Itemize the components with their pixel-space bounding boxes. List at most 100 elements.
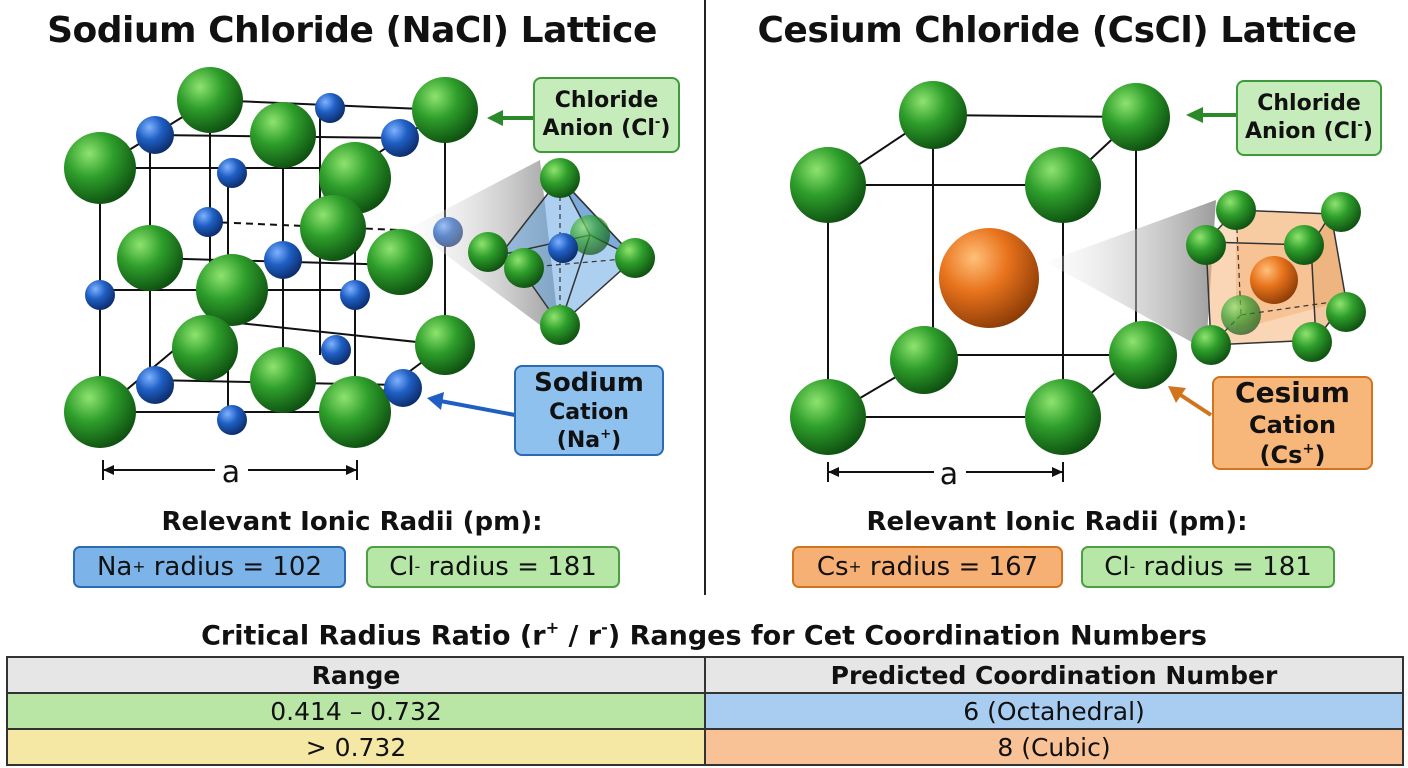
nacl-radii-title: Relevant Ionic Radii (pm): xyxy=(161,507,543,537)
cesium-ion xyxy=(939,228,1039,328)
chloride-ion xyxy=(300,195,366,261)
chloride-ion xyxy=(504,248,544,288)
chloride-ion xyxy=(570,215,610,255)
chloride-ion xyxy=(1292,322,1332,362)
charge-superscript: - xyxy=(1129,558,1136,576)
chloride-ion xyxy=(790,379,866,455)
chloride-ion xyxy=(1109,321,1177,389)
cesium-radius-badge: Cs+ radius = 167 xyxy=(792,546,1063,588)
title-text: Critical Radius Ratio (r xyxy=(201,620,546,652)
radius-ratio-table-title: Critical Radius Ratio (r+ / r-) Ranges f… xyxy=(0,618,1408,651)
callout-line: Anion (Cl-) xyxy=(1238,118,1380,146)
cscl-dimension-label: a xyxy=(940,457,958,492)
callout-text: ) xyxy=(1314,441,1326,470)
chloride-ion xyxy=(250,347,316,413)
header-range: Range xyxy=(6,656,706,694)
table-row: 0.414 – 0.732 6 (Octahedral) xyxy=(6,692,1404,730)
charge-superscript: + xyxy=(600,426,612,442)
coordination-cell: 8 (Cubic) xyxy=(704,728,1404,766)
callout-line: Anion (Cl-) xyxy=(535,115,678,143)
cscl-radii-title: Relevant Ionic Radii (pm): xyxy=(866,507,1248,537)
chloride-ion xyxy=(899,81,967,149)
chloride-ion xyxy=(177,67,243,133)
ion-symbol: Cs xyxy=(816,552,849,582)
sodium-ion xyxy=(264,241,302,279)
charge-superscript: + xyxy=(1302,441,1315,458)
cscl-lattice-diagram: a xyxy=(790,81,1366,492)
sodium-ion xyxy=(217,405,247,435)
coordination-cell: 6 (Octahedral) xyxy=(704,692,1404,730)
chloride-ion xyxy=(1284,225,1324,265)
sodium-radius-badge: Na+ radius = 102 xyxy=(73,546,346,588)
sodium-ion xyxy=(315,93,345,123)
chloride-ion xyxy=(1191,325,1231,365)
cesium-pointer-arrow xyxy=(1174,390,1213,417)
callout-line: Cation (Cs+) xyxy=(1214,410,1371,470)
cscl-cesium-callout: Cesium Cation (Cs+) xyxy=(1212,376,1373,470)
sodium-pointer-arrow xyxy=(434,398,516,417)
radius-ratio-table: Range Predicted Coordination Number 0.41… xyxy=(6,656,1404,766)
charge-superscript: - xyxy=(414,558,421,576)
callout-text: Cation (Cs xyxy=(1248,411,1337,470)
nacl-chloride-radius-badge: Cl- radius = 181 xyxy=(366,546,620,588)
cesium-ion xyxy=(1250,256,1298,304)
chloride-ion xyxy=(540,305,580,345)
charge-superscript: + xyxy=(132,558,146,576)
chloride-ion xyxy=(468,232,508,272)
callout-line: Cation (Na+) xyxy=(516,399,662,454)
chloride-ion xyxy=(117,225,183,291)
nacl-sodium-ions xyxy=(85,93,463,435)
range-cell: > 0.732 xyxy=(6,728,706,766)
chloride-ion xyxy=(415,315,475,375)
chloride-ion xyxy=(1221,295,1261,335)
nacl-panel-title: Sodium Chloride (NaCl) Lattice xyxy=(47,10,657,51)
chloride-ion xyxy=(1321,192,1361,232)
chloride-ion xyxy=(64,376,136,448)
callout-line: Chloride xyxy=(554,88,659,114)
sodium-ion xyxy=(136,116,174,154)
callout-text: Anion (Cl xyxy=(542,116,655,142)
cscl-zoom-cone xyxy=(1046,200,1216,350)
chloride-ion xyxy=(890,326,958,394)
sodium-ion xyxy=(85,280,115,310)
callout-text: Cation (Na xyxy=(549,400,629,453)
chloride-ion xyxy=(1216,190,1256,230)
callout-line: Cesium xyxy=(1235,376,1350,410)
chloride-ion xyxy=(250,102,316,168)
charge-superscript: - xyxy=(654,114,661,130)
table-row: > 0.732 8 (Cubic) xyxy=(6,728,1404,766)
chloride-ion xyxy=(64,132,136,204)
ion-symbol: Cl xyxy=(1104,552,1130,582)
sodium-ion xyxy=(193,207,223,237)
ion-symbol: Na xyxy=(96,552,133,582)
title-superscript: - xyxy=(601,618,608,637)
callout-text: ) xyxy=(660,116,671,142)
radius-value: radius = 181 xyxy=(420,552,597,582)
ion-symbol: Cl xyxy=(389,552,415,582)
cscl-chloride-radius-badge: Cl- radius = 181 xyxy=(1081,546,1335,588)
table-header-row: Range Predicted Coordination Number xyxy=(6,656,1404,694)
sodium-ion xyxy=(384,369,422,407)
sodium-ion xyxy=(321,335,351,365)
sodium-ion xyxy=(217,158,247,188)
sodium-ion xyxy=(548,233,578,263)
callout-line: Chloride xyxy=(1257,91,1361,117)
cscl-chloride-callout: Chloride Anion (Cl-) xyxy=(1236,80,1382,156)
nacl-sodium-callout: Sodium Cation (Na+) xyxy=(514,365,664,456)
chloride-ion xyxy=(319,376,391,448)
callout-text: ) xyxy=(1362,119,1373,145)
chloride-ion xyxy=(790,147,866,223)
title-superscript: + xyxy=(545,618,560,637)
radius-value: radius = 167 xyxy=(861,552,1039,582)
nacl-chloride-callout: Chloride Anion (Cl-) xyxy=(533,77,680,153)
header-coordination: Predicted Coordination Number xyxy=(704,656,1404,694)
chloride-ion xyxy=(412,77,478,143)
callout-text: ) xyxy=(611,427,622,453)
nacl-dimension-label: a xyxy=(222,455,240,490)
title-text: ) Ranges for Cet Coordination Numbers xyxy=(607,620,1207,652)
nacl-octahedral-inset xyxy=(468,158,655,345)
chloride-ion xyxy=(540,158,580,198)
chloride-ion xyxy=(196,254,268,326)
cscl-panel-title: Cesium Chloride (CsCl) Lattice xyxy=(757,10,1357,51)
chloride-ion xyxy=(1326,292,1366,332)
